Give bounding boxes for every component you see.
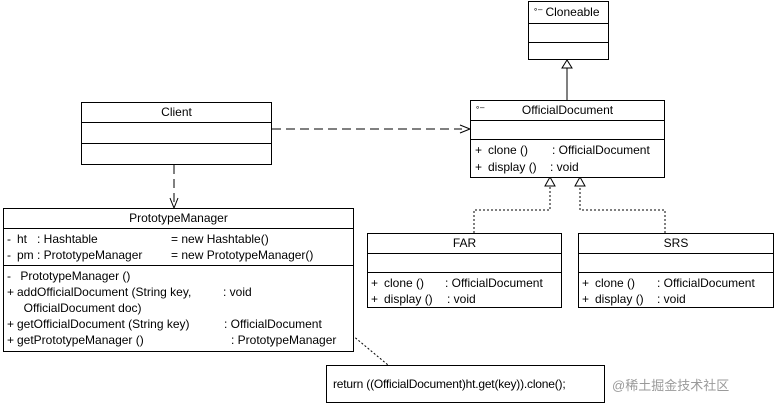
operation-visibility: + — [371, 292, 379, 306]
code-note: return ((OfficialDocument)ht.get(key)).c… — [326, 365, 605, 403]
class-name-cloneable: Cloneable — [545, 5, 600, 19]
class-cloneable: ∘– Cloneable — [528, 1, 609, 60]
operation-signature: addOfficialDocument (String key, — [17, 285, 192, 299]
class-name-prototype-manager: PrototypeManager — [129, 211, 228, 225]
attribute-declaration: ht : Hashtable — [17, 232, 98, 246]
attributes-section — [579, 253, 773, 273]
attributes-section — [368, 253, 561, 273]
interface-icon: ∘– — [533, 5, 543, 14]
attribute-initial-value: = new Hashtable() — [171, 232, 269, 246]
operation-signature: getPrototypeManager () — [17, 333, 144, 347]
operation-return-type: : OfficialDocument — [224, 317, 322, 331]
operation-signature: getOfficialDocument (String key) — [17, 317, 190, 331]
operation-return-type: : OfficialDocument — [445, 276, 543, 290]
operation-return-type: : OfficialDocument — [552, 143, 650, 157]
watermark: @稀土掘金技术社区 — [612, 378, 730, 393]
operation-return-type: : void — [550, 160, 579, 174]
attributes-section — [471, 120, 664, 140]
operation-signature: clone () — [488, 143, 529, 157]
attributes-section: - ht : Hashtable = new Hashtable() - pm … — [4, 228, 353, 266]
realization-srs-to-official — [579, 186, 666, 233]
realization-arrowhead — [544, 175, 556, 187]
operation-return-type: : OfficialDocument — [657, 276, 755, 290]
operations-section: - PrototypeManager () + addOfficialDocum… — [4, 265, 353, 351]
class-name-official-document: OfficialDocument — [521, 103, 614, 117]
class-name-far: FAR — [452, 236, 477, 250]
operations-section: + clone () : OfficialDocument + display … — [471, 139, 664, 177]
operation-visibility: + — [582, 292, 590, 306]
code-note-text: return ((OfficialDocument)ht.get(key)).c… — [333, 377, 566, 391]
interface-icon: ∘– — [475, 103, 485, 112]
operations-section: + clone () : OfficialDocument + display … — [368, 272, 561, 308]
operation-return-type: : void — [447, 292, 476, 306]
operation-signature: OfficialDocument doc) — [17, 301, 142, 315]
class-official-document: ∘– OfficialDocument + clone () : Officia… — [470, 100, 665, 178]
attributes-section — [82, 122, 271, 144]
operation-signature: clone () — [595, 276, 636, 290]
class-srs: SRS + clone () : OfficialDocument + disp… — [578, 233, 774, 308]
class-name-client: Client — [161, 105, 192, 119]
operation-visibility: + — [475, 143, 483, 157]
operation-visibility: + — [371, 276, 379, 290]
operation-signature: display () — [384, 292, 433, 306]
operation-visibility: - — [7, 269, 11, 283]
realization-arrowhead — [574, 175, 586, 187]
realization-arrowhead — [561, 59, 573, 69]
operation-return-type: : void — [657, 292, 686, 306]
operation-signature: display () — [488, 160, 537, 174]
operation-signature: PrototypeManager () — [17, 269, 131, 283]
operation-return-type: : PrototypeManager — [231, 333, 337, 347]
class-name-srs: SRS — [663, 236, 689, 250]
operation-visibility: + — [582, 276, 590, 290]
attributes-section — [529, 23, 608, 43]
attribute-initial-value: = new PrototypeManager() — [171, 248, 314, 262]
operation-signature: clone () — [384, 276, 425, 290]
attribute-visibility: - — [7, 232, 11, 246]
class-client: Client — [81, 102, 272, 165]
operation-visibility: + — [7, 317, 15, 331]
operation-return-type: : void — [223, 285, 252, 299]
operation-visibility: + — [475, 160, 483, 174]
operations-section — [82, 143, 271, 165]
attribute-declaration: pm : PrototypeManager — [17, 248, 143, 262]
operation-visibility: + — [7, 333, 15, 347]
attribute-visibility: - — [7, 248, 11, 262]
class-prototype-manager: PrototypeManager - ht : Hashtable = new … — [3, 208, 354, 352]
operations-section: + clone () : OfficialDocument + display … — [579, 272, 773, 308]
operations-section — [529, 42, 608, 60]
operation-visibility: + — [7, 285, 15, 299]
realization-far-to-official — [473, 186, 551, 233]
operation-signature: display () — [595, 292, 644, 306]
class-far: FAR + clone () : OfficialDocument + disp… — [367, 233, 562, 308]
